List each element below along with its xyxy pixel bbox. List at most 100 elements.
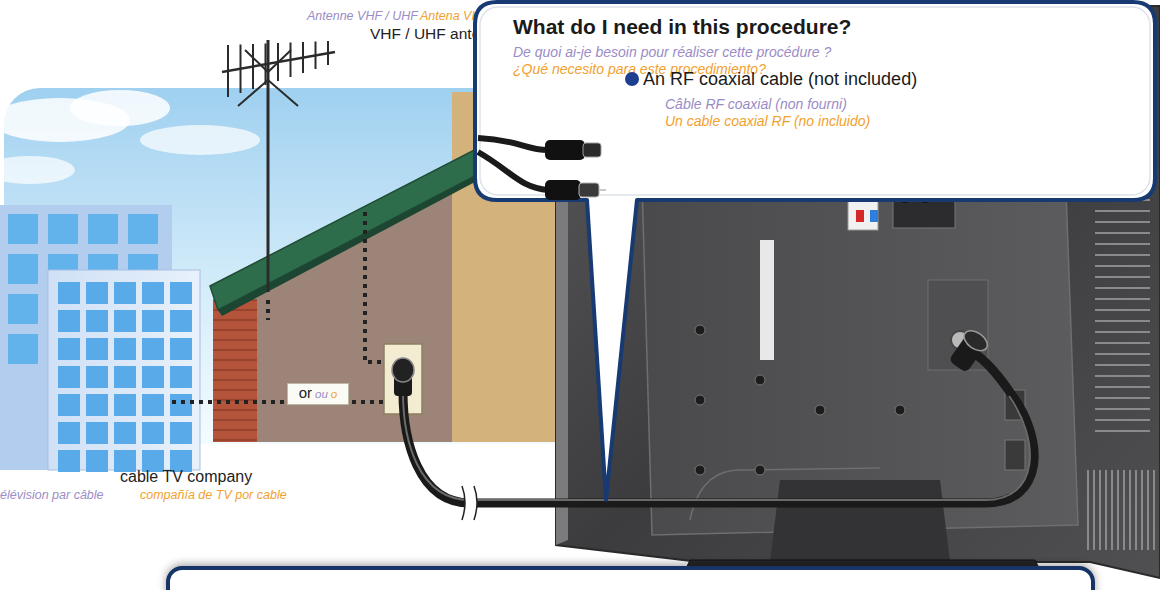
window [86, 450, 108, 472]
window [114, 366, 136, 388]
antenna-element [240, 45, 242, 94]
cable-wire [172, 400, 392, 404]
window [114, 394, 136, 416]
tv-stand-neck [770, 480, 950, 562]
window [142, 394, 164, 416]
node-text: ou [315, 388, 328, 401]
vent-slot [1095, 287, 1150, 289]
office-building [48, 270, 200, 470]
vent-slot [1095, 386, 1150, 388]
vent-slot [1095, 232, 1150, 234]
mount-hole [755, 465, 765, 475]
cable-highlight [403, 392, 1030, 500]
vent-slot [1095, 243, 1150, 245]
brick-line [213, 430, 257, 431]
vent-slot [1095, 276, 1150, 278]
vent-slot [1093, 470, 1095, 550]
brick-line [213, 410, 257, 411]
brick-line [213, 340, 257, 341]
window [170, 394, 192, 416]
mount-hole [695, 465, 705, 475]
vent-slot [1117, 470, 1119, 550]
window [86, 422, 108, 444]
antenna-element [302, 42, 304, 73]
vent-slot [1147, 470, 1149, 550]
vent-slot [1129, 470, 1131, 550]
cloud [70, 90, 170, 126]
vent-slot [1095, 419, 1150, 421]
window [86, 338, 108, 360]
antenna-mast [267, 40, 270, 292]
window [86, 282, 108, 304]
mount-hole [895, 405, 905, 415]
vent-slot [1087, 470, 1089, 550]
antenna-element [227, 45, 229, 97]
or-box: orouo [287, 383, 349, 405]
brick-line [213, 320, 257, 321]
window [8, 294, 38, 324]
callout-heading: What do I need in this procedure? [513, 15, 851, 39]
callout-inner-line [480, 7, 1150, 195]
vent-slot [1099, 470, 1101, 550]
antenna-element [290, 43, 292, 78]
power-socket [1005, 440, 1025, 470]
node-text: Câble RF coaxial (non fourni) [665, 96, 847, 112]
brick-line [213, 330, 257, 331]
window [86, 394, 108, 416]
window [114, 282, 136, 304]
brick-line [213, 350, 257, 351]
vent-slot [1095, 221, 1150, 223]
brick-column [213, 300, 257, 442]
mount-hole [695, 325, 705, 335]
callout-box: What do I need in this procedure? De quoi… [475, 2, 1155, 200]
window [170, 422, 192, 444]
vent-slot [1123, 470, 1125, 550]
window [88, 214, 118, 244]
window [142, 310, 164, 332]
window [58, 338, 80, 360]
brick-line [213, 370, 257, 371]
node-text: De quoi ai-je besoin pour réaliser cette… [513, 44, 831, 60]
cable-plug [392, 358, 414, 382]
window [142, 366, 164, 388]
label: compañía de TV por cable [140, 489, 287, 503]
vent-slot [1095, 342, 1150, 344]
window [48, 214, 78, 244]
window [142, 282, 164, 304]
windows [58, 282, 192, 472]
vent-slot [1111, 470, 1113, 550]
antenna [222, 41, 335, 106]
window [58, 310, 80, 332]
vent-slot [1095, 375, 1150, 377]
bricks [213, 300, 257, 440]
mount-hole [695, 395, 705, 405]
coaxial-cable [403, 350, 1034, 503]
cloud [140, 125, 260, 155]
window [128, 214, 158, 244]
antenna-element [252, 44, 254, 89]
roof-edge [218, 168, 490, 316]
antenna-wire [268, 212, 392, 362]
brick-line [213, 420, 257, 421]
vent-slot [1095, 265, 1150, 267]
window [58, 422, 80, 444]
vent-slot [1095, 408, 1150, 410]
brick-line [213, 360, 257, 361]
vent-slot [1095, 397, 1150, 399]
antenna-element [315, 42, 317, 70]
cloud [0, 156, 75, 184]
vent-slot [1141, 470, 1143, 550]
node-text: An RF coaxial cable (not included) [643, 69, 917, 90]
node-text: or [299, 384, 312, 401]
label: élévision par câble [0, 489, 104, 503]
mount-hole [815, 405, 825, 415]
window [170, 338, 192, 360]
brick-line [213, 440, 257, 441]
vent-slot [1095, 364, 1150, 366]
callout-outline [475, 2, 1155, 500]
window [58, 366, 80, 388]
port-marker [870, 210, 878, 222]
vent-slot [1095, 320, 1150, 322]
break-mark [462, 486, 477, 520]
